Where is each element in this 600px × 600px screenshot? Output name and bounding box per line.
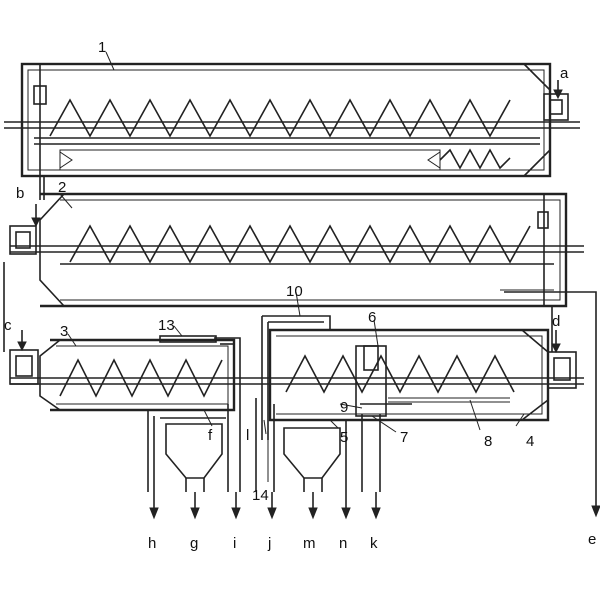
label-2: 2 xyxy=(58,179,66,196)
label-6: 6 xyxy=(368,309,376,326)
vessel-4 xyxy=(268,328,577,422)
label-d: d xyxy=(552,313,560,330)
leader-lines xyxy=(59,51,525,482)
transfer-pipe-1-to-2 xyxy=(39,176,45,200)
spring-coil xyxy=(439,148,511,170)
label-a: a xyxy=(560,65,569,82)
label-5: 5 xyxy=(340,429,348,446)
label-l: l xyxy=(246,427,249,444)
label-8: 8 xyxy=(484,433,492,450)
label-i: i xyxy=(233,535,236,552)
screw-conveyor-4 xyxy=(285,354,515,394)
label-1: 1 xyxy=(98,39,106,56)
outlet-arrows xyxy=(17,80,600,520)
vessel-1 xyxy=(4,62,580,178)
label-k: k xyxy=(370,535,378,552)
label-3: 3 xyxy=(60,323,68,340)
label-g: g xyxy=(190,535,198,552)
lower-drive-shaft xyxy=(10,377,584,385)
pipe-10 xyxy=(261,315,331,440)
label-e: e xyxy=(588,531,596,548)
label-n: n xyxy=(339,535,347,552)
label-f: f xyxy=(208,427,213,444)
label-h: h xyxy=(148,535,156,552)
pipe-13 xyxy=(214,337,241,492)
label-14: 14 xyxy=(252,487,269,504)
label-9: 9 xyxy=(340,399,348,416)
label-j: j xyxy=(267,535,271,552)
label-4: 4 xyxy=(526,433,534,450)
label-7: 7 xyxy=(400,429,408,446)
label-c: c xyxy=(4,317,12,334)
label-m: m xyxy=(303,535,316,552)
screw-conveyor-1 xyxy=(49,98,511,138)
label-b: b xyxy=(16,185,24,202)
vessel-2 xyxy=(9,192,584,308)
screw-conveyor-2 xyxy=(69,224,531,264)
hopper-left xyxy=(147,404,229,492)
outlet-pipe-e xyxy=(504,291,597,510)
label-13: 13 xyxy=(158,317,175,334)
hopper-right xyxy=(255,398,412,492)
label-10: 10 xyxy=(286,283,303,300)
vessel-3 xyxy=(9,335,236,412)
